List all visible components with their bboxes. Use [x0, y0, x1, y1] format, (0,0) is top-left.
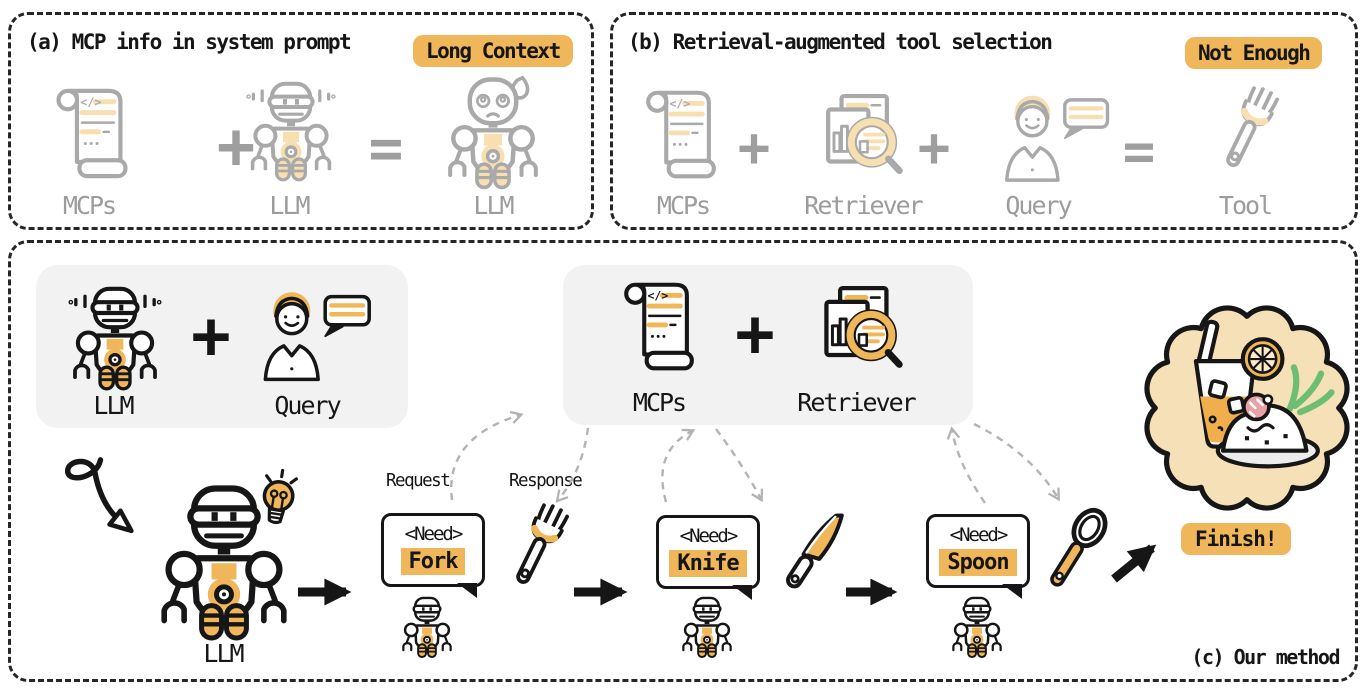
panel-b-query-label: Query	[1005, 191, 1072, 220]
robot-icon	[65, 283, 165, 393]
box-llm-label: LLM	[93, 391, 134, 420]
curly-arrow-icon	[55, 449, 155, 569]
plus-sign: +	[191, 297, 231, 374]
panel-b: (b) Retrieval-augmented tool selection N…	[610, 12, 1358, 230]
panel-b-retriever-label: Retriever	[804, 191, 923, 220]
scroll-code-icon	[618, 279, 700, 379]
scroll-code-icon	[641, 87, 721, 187]
plus-sign: +	[735, 295, 775, 372]
response-label: Response	[509, 471, 583, 491]
need-item-spoon: Spoon	[939, 549, 1017, 576]
panel-a-mcps-label: MCPs	[62, 191, 117, 220]
meal-plate-icon	[1144, 305, 1350, 511]
panel-a-title: (a) MCP info in system prompt	[27, 30, 352, 54]
plus-sign: +	[737, 116, 771, 179]
panel-c: + LLM Query	[8, 240, 1358, 682]
lightbulb-icon	[253, 467, 305, 533]
need-item-fork: Fork	[400, 548, 466, 575]
documents-magnifier-icon	[813, 91, 907, 185]
equals-sign: =	[1122, 120, 1156, 183]
need-tag: <Need>	[949, 524, 1009, 546]
spoon-icon	[1036, 501, 1108, 611]
robot-icon	[393, 595, 461, 659]
not-enough-badge: Not Enough	[1185, 37, 1323, 69]
box-retriever-label: Retriever	[797, 388, 916, 417]
panel-b-title: (b) Retrieval-augmented tool selection	[628, 30, 1053, 54]
need-bubble-knife: <Need> Knife	[656, 515, 760, 600]
documents-magnifier-icon	[811, 283, 907, 379]
long-context-badge: Long Context	[413, 35, 573, 67]
fork-icon	[1208, 83, 1282, 189]
panel-c-caption: (c) Our method	[1191, 645, 1340, 669]
request-label: Request	[386, 471, 451, 491]
box-query-label: Query	[274, 391, 341, 420]
box-mcps-label: MCPs	[632, 388, 687, 417]
panel-a-llm-label: LLM	[269, 191, 310, 220]
need-item-knife: Knife	[669, 550, 747, 577]
plus-sign: +	[216, 110, 256, 184]
person-speech-icon	[246, 289, 378, 387]
fork-icon	[501, 498, 569, 608]
need-bubble-fork: <Need> Fork	[381, 513, 485, 598]
flow-llm-label: LLM	[203, 639, 244, 668]
dizzy-robot-icon	[439, 75, 547, 191]
plus-sign: +	[917, 116, 951, 179]
robot-icon	[943, 595, 1011, 659]
panel-a-llm-result-label: LLM	[473, 191, 514, 220]
knife-icon	[773, 501, 845, 611]
person-speech-icon	[988, 93, 1116, 187]
need-bubble-spoon: <Need> Spoon	[926, 514, 1030, 599]
need-tag: <Need>	[404, 523, 464, 545]
robot-icon	[243, 77, 339, 185]
robot-icon	[673, 595, 741, 659]
panel-b-mcps-label: MCPs	[656, 191, 711, 220]
panel-a: (a) MCP info in system prompt Long Conte…	[8, 12, 594, 230]
finish-badge: Finish!	[1181, 523, 1291, 555]
scroll-code-icon	[51, 85, 133, 187]
panel-b-tool-label: Tool	[1218, 191, 1273, 220]
need-tag: <Need>	[679, 525, 739, 547]
equals-sign: =	[368, 114, 404, 182]
